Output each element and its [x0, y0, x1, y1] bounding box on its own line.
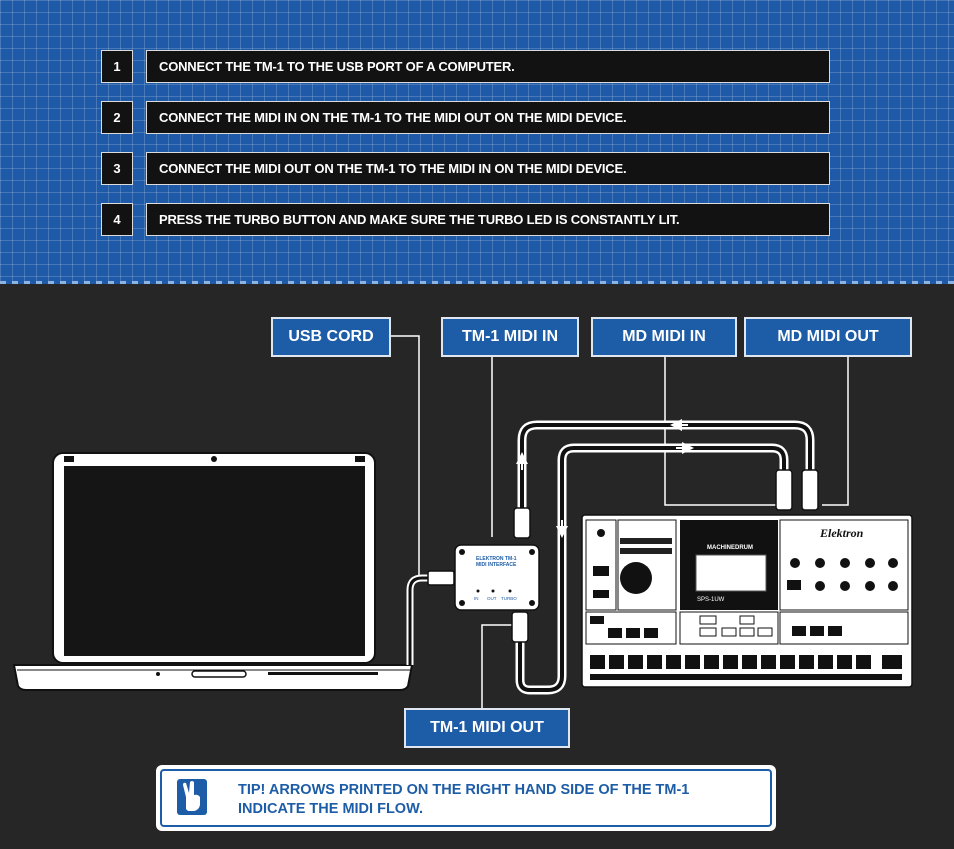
tip-box: TIP! ARROWS PRINTED ON THE RIGHT HAND SI…	[156, 765, 776, 831]
callout-leaders	[391, 335, 849, 710]
tip-text: TIP! ARROWS PRINTED ON THE RIGHT HAND SI…	[238, 781, 758, 819]
machinedrum-screen-label: SPS-1UW	[697, 597, 725, 603]
callout-tm1-midi-out: TM-1 MIDI OUT	[404, 708, 570, 748]
hand-peace-icon	[177, 779, 207, 815]
step-buttons	[590, 655, 902, 680]
usb-cable	[406, 570, 455, 665]
step-text: PRESS THE TURBO BUTTON AND MAKE SURE THE…	[146, 203, 830, 236]
callout-md-midi-out: MD MIDI OUT	[744, 317, 912, 357]
callout-usb-cord: USB CORD	[271, 317, 391, 357]
tip-frame: TIP! ARROWS PRINTED ON THE RIGHT HAND SI…	[160, 769, 772, 827]
tip-line-2: INDICATE THE MIDI FLOW.	[238, 801, 423, 817]
step-number: 3	[101, 152, 133, 185]
step-number: 1	[101, 50, 133, 83]
callout-md-midi-in: MD MIDI IN	[591, 317, 737, 357]
step-text: CONNECT THE TM-1 TO THE USB PORT OF A CO…	[146, 50, 830, 83]
steps-panel: 1 CONNECT THE TM-1 TO THE USB PORT OF A …	[0, 0, 954, 284]
laptop	[12, 452, 414, 691]
tm1-title-line1: ELEKTRON TM-1	[476, 556, 517, 562]
machinedrum-model: MACHINEDRUM	[707, 545, 753, 551]
tm1-title-line2: MIDI INTERFACE	[476, 562, 517, 568]
elektron-logo: Elektron	[819, 526, 864, 540]
tm1-interface: ELEKTRON TM-1 MIDI INTERFACE IN OUT TURB…	[454, 544, 540, 611]
midi-plugs	[511, 469, 819, 643]
callout-tm1-midi-in: TM-1 MIDI IN	[441, 317, 579, 357]
step-text: CONNECT THE MIDI OUT ON THE TM-1 TO THE …	[146, 152, 830, 185]
tip-line-1: TIP! ARROWS PRINTED ON THE RIGHT HAND SI…	[238, 782, 690, 798]
midi-cables	[515, 419, 815, 695]
tm1-port-out: OUT	[487, 596, 497, 601]
step-number: 4	[101, 203, 133, 236]
machinedrum: MACHINEDRUM SPS-1UW Elektron	[581, 514, 913, 688]
step-text: CONNECT THE MIDI IN ON THE TM-1 TO THE M…	[146, 101, 830, 134]
step-number: 2	[101, 101, 133, 134]
tm1-port-turbo: TURBO	[501, 596, 517, 601]
tm1-port-in: IN	[474, 596, 479, 601]
